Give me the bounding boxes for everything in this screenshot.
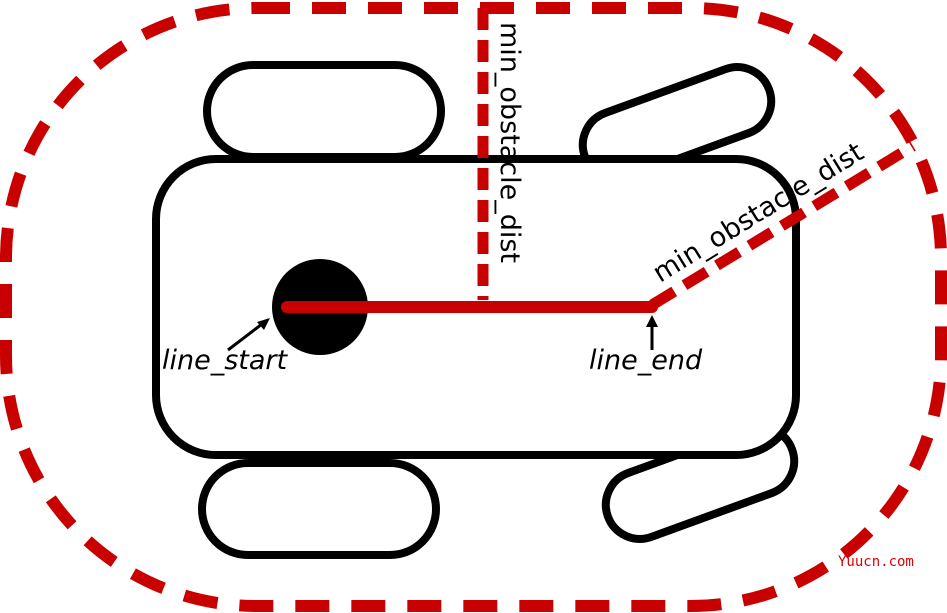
min-obstacle-dist-vertical-label: min_obstacle_dist: [494, 22, 525, 263]
line-end-label: line_end: [589, 345, 703, 376]
line-end-arrow: [646, 315, 658, 350]
wheel-front-left: [203, 61, 445, 161]
line-start-arrow: [227, 318, 270, 352]
line-start-label: line_start: [162, 345, 289, 376]
min-obstacle-dist-diagonal-line: [649, 141, 916, 310]
wheel-front-right: [198, 459, 440, 559]
watermark: Yuucn.com: [838, 554, 914, 570]
